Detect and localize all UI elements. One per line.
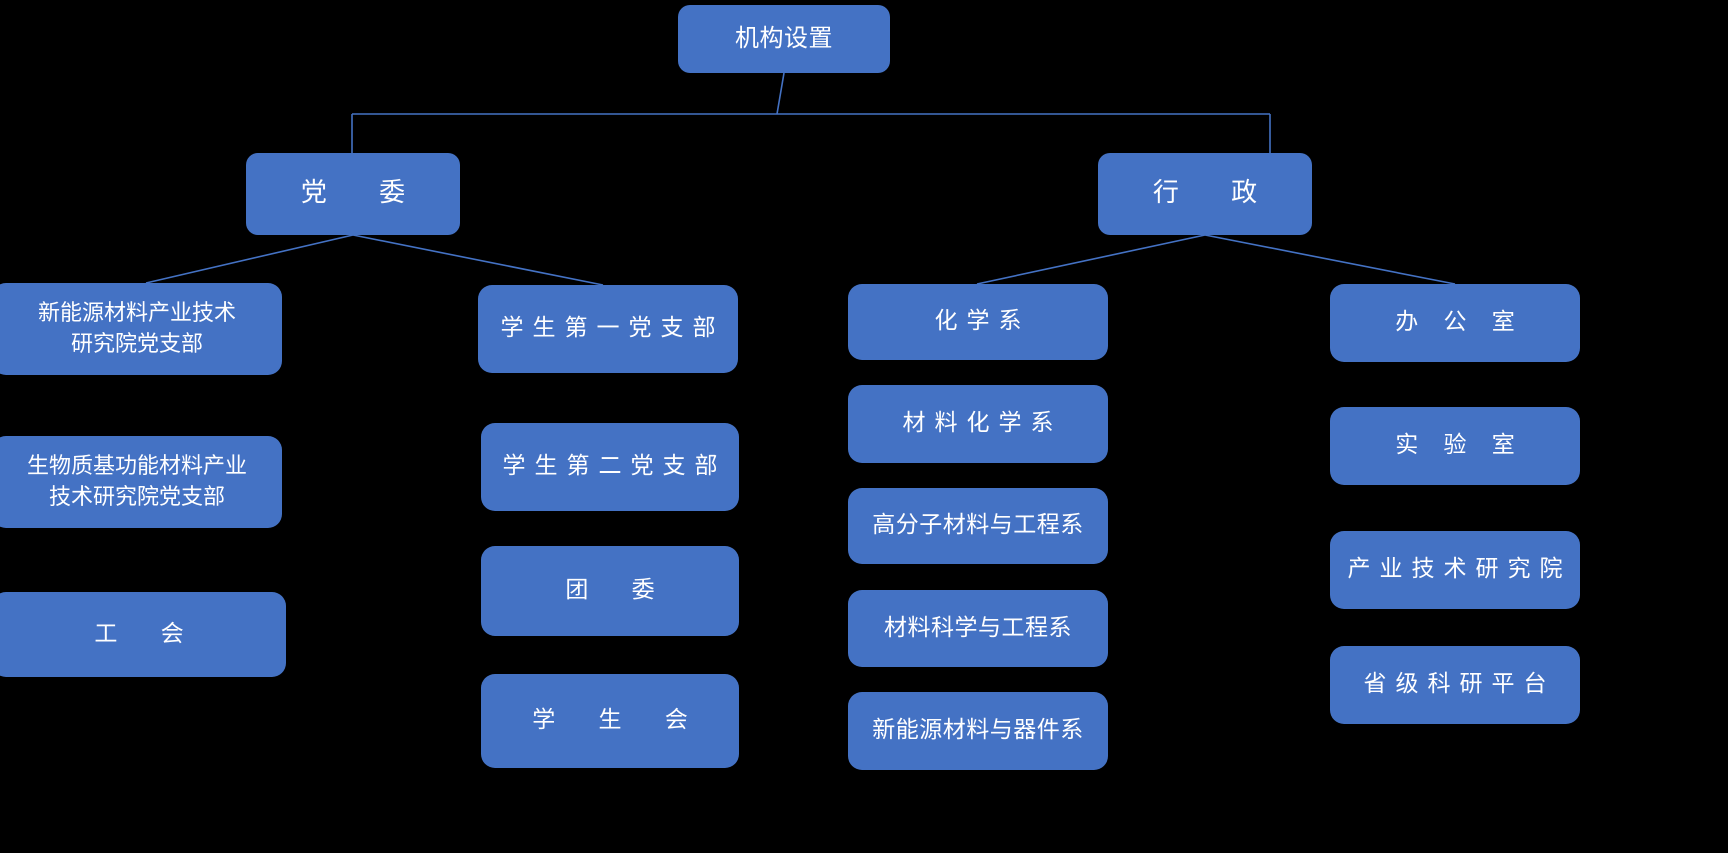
node-administration[interactable]: 行 政 — [1098, 153, 1312, 235]
node-labor-union[interactable]: 工 会 — [0, 592, 286, 677]
node-party-committee[interactable]: 党 委 — [246, 153, 460, 235]
node-youth-league[interactable]: 团 委 — [481, 546, 739, 636]
node-new-energy-materials-branch[interactable]: 新能源材料产业技术 研究院党支部 — [0, 283, 282, 375]
node-materials-chemistry-department[interactable]: 材料化学系 — [848, 385, 1108, 463]
node-office[interactable]: 办 公 室 — [1330, 284, 1580, 362]
node-student-branch-one[interactable]: 学生第一党支部 — [478, 285, 738, 373]
node-laboratory[interactable]: 实 验 室 — [1330, 407, 1580, 485]
node-root[interactable]: 机构设置 — [678, 5, 890, 73]
node-new-energy-materials-devices-department[interactable]: 新能源材料与器件系 — [848, 692, 1108, 770]
node-materials-science-engineering-department[interactable]: 材料科学与工程系 — [848, 590, 1108, 667]
connector-root-stem — [776, 72, 785, 115]
connector-party-to-col1 — [145, 234, 354, 284]
node-chemistry-department[interactable]: 化学系 — [848, 284, 1108, 360]
connector-admin-to-col1 — [976, 234, 1206, 285]
node-student-branch-two[interactable]: 学生第二党支部 — [481, 423, 739, 511]
node-polymer-materials-engineering-department[interactable]: 高分子材料与工程系 — [848, 488, 1108, 564]
node-biomass-materials-branch[interactable]: 生物质基功能材料产业 技术研究院党支部 — [0, 436, 282, 528]
node-industrial-technology-institute[interactable]: 产业技术研究院 — [1330, 531, 1580, 609]
connector-party-to-col2 — [352, 234, 604, 286]
connector-admin-to-col2 — [1204, 234, 1456, 285]
node-provincial-research-platform[interactable]: 省级科研平台 — [1330, 646, 1580, 724]
node-student-union[interactable]: 学 生 会 — [481, 674, 739, 768]
